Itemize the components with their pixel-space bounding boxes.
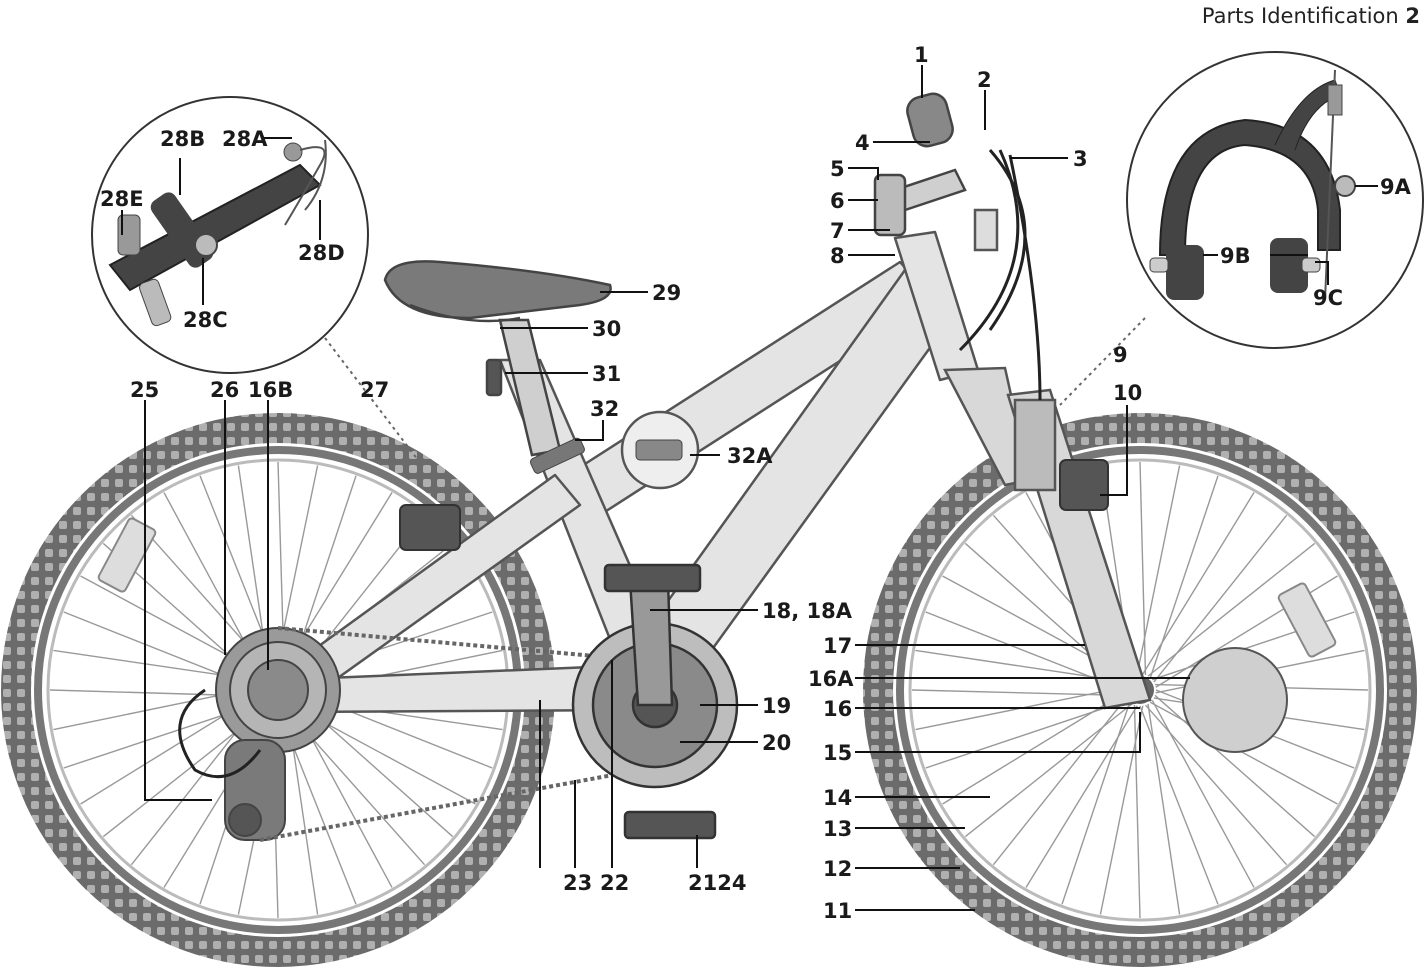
spoke <box>1136 465 1181 675</box>
front-fork <box>942 366 1152 710</box>
label-25: 25 <box>130 378 159 402</box>
upper-pedal <box>603 563 702 593</box>
label-28A: 28A <box>222 127 268 151</box>
spoke <box>1154 694 1316 838</box>
label-16A: 16A <box>808 667 854 691</box>
label-23: 23 <box>563 871 592 895</box>
rear-wheel-reflector <box>97 517 157 593</box>
label-10: 10 <box>1113 381 1142 405</box>
label-28C: 28C <box>183 308 228 332</box>
label-19: 19 <box>762 694 791 718</box>
spoke <box>1139 461 1147 675</box>
label-28E: 28E <box>100 187 144 211</box>
label-6: 6 <box>830 189 845 213</box>
page-number: 2 <box>1405 4 1420 28</box>
seat-assembly <box>383 260 612 457</box>
seat-clamp-lever <box>485 358 503 397</box>
front-hub-reflector <box>1182 647 1288 753</box>
part-labels: 1 2 3 4 5 6 7 8 9 9A 9B 9C 10 11 12 13 1… <box>100 43 1412 923</box>
label-16: 16 <box>823 697 852 721</box>
label-9C: 9C <box>1313 286 1343 310</box>
label-8: 8 <box>830 244 845 268</box>
label-5: 5 <box>830 157 845 181</box>
label-9A: 9A <box>1380 175 1412 199</box>
spoke <box>1099 705 1144 915</box>
page-header: Parts Identification 2 <box>1202 4 1420 28</box>
label-14: 14 <box>823 786 852 810</box>
spoke <box>1147 542 1316 677</box>
label-7: 7 <box>830 219 845 243</box>
label-26: 26 <box>210 378 239 402</box>
label-17: 17 <box>823 634 852 658</box>
label-22: 22 <box>600 871 629 895</box>
front-brake-detail <box>1126 51 1424 349</box>
label-1: 1 <box>914 43 929 67</box>
spoke <box>925 699 1128 769</box>
label-9B: 9B <box>1220 244 1251 268</box>
spoke <box>942 692 1125 805</box>
rear-drivetrain <box>178 627 341 841</box>
label-13: 13 <box>823 817 852 841</box>
front-reflector <box>973 208 999 252</box>
spoke <box>1025 705 1138 888</box>
crankset <box>571 563 739 840</box>
spoke <box>1151 699 1255 888</box>
rear-brake-caliper <box>399 504 461 551</box>
header-title: Parts Identification <box>1201 4 1399 28</box>
label-16B: 16B <box>248 378 293 402</box>
label-29: 29 <box>652 281 681 305</box>
spoke <box>911 689 1125 697</box>
label-18: 18, 18A <box>762 599 853 623</box>
rear-detail-connector <box>324 337 419 461</box>
lower-pedal <box>623 810 717 840</box>
label-20: 20 <box>762 731 791 755</box>
label-12: 12 <box>823 857 852 881</box>
spoke <box>1142 492 1255 675</box>
handlebar-assembly <box>873 92 1042 401</box>
label-32A: 32A <box>727 444 773 468</box>
label-28B: 28B <box>160 127 205 151</box>
label-32: 32 <box>590 397 619 421</box>
label-9: 9 <box>1113 343 1128 367</box>
label-27: 27 <box>360 378 389 402</box>
label-28D: 28D <box>298 241 345 265</box>
label-15: 15 <box>823 741 852 765</box>
spoke <box>1147 703 1181 915</box>
label-31: 31 <box>592 362 621 386</box>
label-4: 4 <box>855 131 870 155</box>
front-brake-caliper <box>1059 459 1109 511</box>
rear-brake-detail <box>91 96 369 374</box>
spoke <box>964 703 1133 838</box>
bicycle-chain <box>259 626 641 842</box>
label-30: 30 <box>592 317 621 341</box>
label-2124: 2124 <box>688 871 746 895</box>
front-wheel-reflector <box>1277 582 1337 658</box>
label-11: 11 <box>823 899 852 923</box>
label-3: 3 <box>1073 147 1088 171</box>
leader-lines <box>121 65 1378 911</box>
label-2: 2 <box>977 68 992 92</box>
